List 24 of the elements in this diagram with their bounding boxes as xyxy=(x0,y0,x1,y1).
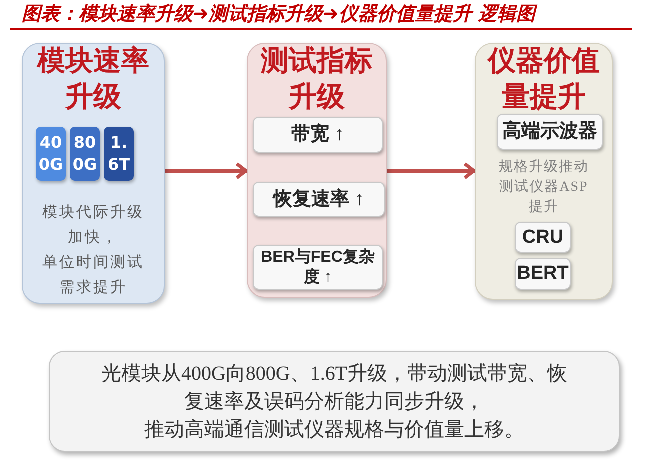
chart-title: 图表：模块速率升级➜测试指标升级➜仪器价值量提升 逻辑图 xyxy=(22,2,536,26)
speed-tag: 1.6T xyxy=(104,127,134,181)
instrument-card: CRU xyxy=(515,222,571,253)
instrument-card: 高端示波器 xyxy=(497,114,603,150)
flow-arrow xyxy=(165,162,248,180)
description-text: 单位时间测试需求提升 xyxy=(42,254,146,298)
description-text: 规格升级推动测试仪器ASP提升 xyxy=(498,158,590,217)
stage-panel xyxy=(247,43,387,298)
speed-tag: 800G xyxy=(70,127,100,181)
stage-heading: 测试指标升级 xyxy=(260,45,374,115)
stage-panel xyxy=(22,43,165,304)
metric-card: 带宽 ↑ xyxy=(253,117,383,153)
metric-card: BER与FEC复杂度 ↑ xyxy=(253,245,383,290)
flow-arrow xyxy=(387,162,476,180)
stage-panel xyxy=(475,43,613,300)
metric-card: 恢复速率 ↑ xyxy=(253,182,385,217)
summary-text: 推动高端通信测试仪器规格与价值量上移。 xyxy=(144,418,524,442)
summary-text: 光模块从400G向800G、1.6T升级，带动测试带宽、恢复速率及误码分析能力同步升级， xyxy=(100,362,569,414)
description-text: 模块代际升级加快， xyxy=(42,204,146,248)
instrument-card: BERT xyxy=(515,258,571,290)
stage-heading: 模块速率升级 xyxy=(36,44,150,115)
summary-card xyxy=(49,351,620,452)
stage-heading: 仪器价值量提升 xyxy=(486,45,601,115)
speed-tag: 400G xyxy=(36,127,66,181)
